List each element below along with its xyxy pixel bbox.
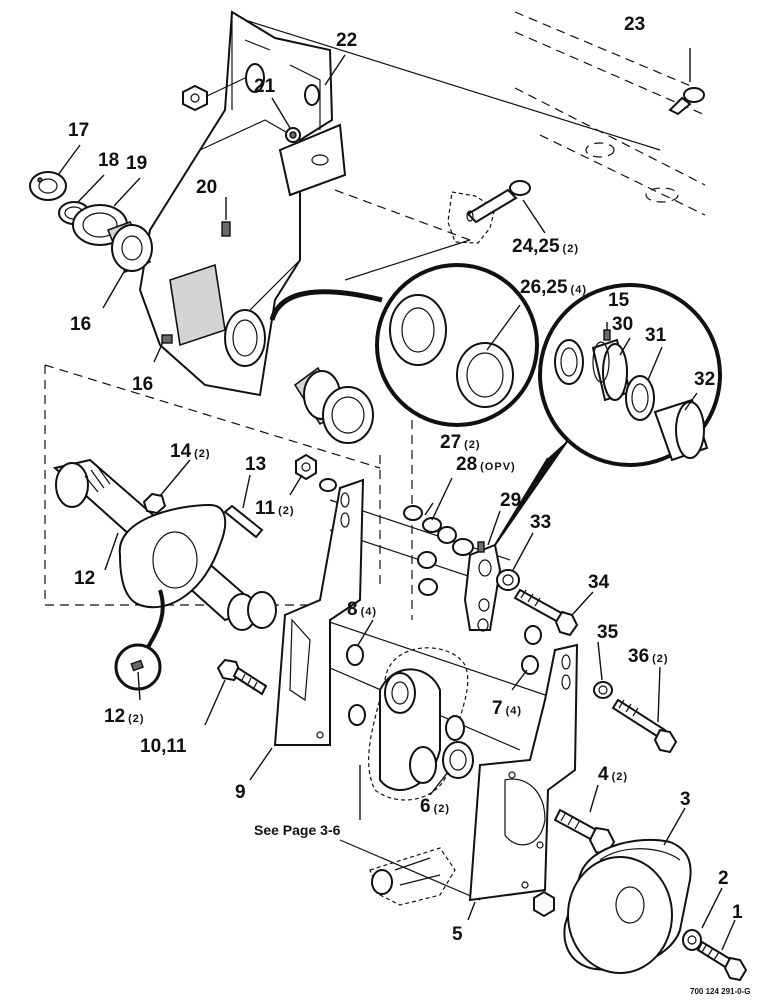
callout-31: 30 [612, 314, 633, 335]
frame-rail-outline [514, 11, 706, 216]
nut-top [182, 77, 246, 112]
callout-4: 4(2) [598, 764, 628, 785]
flange-shield [118, 503, 277, 629]
callout-5: 5 [452, 924, 463, 945]
pin-12-detail [114, 589, 165, 691]
grease-fitting-21 [221, 221, 231, 237]
spacer-34 [496, 569, 520, 591]
callout-16-detail: 15 [608, 290, 630, 311]
callout-7: 7(4) [492, 698, 522, 719]
callout-23: 22 [336, 30, 357, 51]
callout-3: 3 [680, 789, 691, 810]
callout-34: 33 [530, 512, 551, 533]
drawing-code: 700 124 291-0-G [690, 987, 751, 996]
callout-22: 21 [254, 76, 276, 97]
detail-circle-bushing [494, 283, 722, 546]
callout-36: 35 [597, 622, 619, 643]
pulley-3 [563, 838, 692, 974]
grease-fitting-16-lower [161, 334, 173, 344]
bracket-30 [463, 541, 502, 632]
bolt-24 [668, 87, 705, 116]
callout-21: 20 [196, 177, 217, 198]
callout-14: 14(2) [170, 441, 211, 462]
callout-19: 18 [98, 150, 119, 171]
bolt-10 [216, 658, 268, 696]
see-page-note: See Page 3-6 [254, 822, 341, 838]
spacers-6 [442, 715, 474, 779]
callout-6: 6(2) [420, 796, 450, 817]
callout-16-arm: 16 [132, 374, 153, 395]
callout-2: 2 [718, 868, 729, 889]
callout-9: 9 [235, 782, 246, 803]
arm-assembly [138, 10, 347, 397]
callout-20: 19 [126, 153, 147, 174]
housing-see-page [368, 647, 469, 801]
belt-section [369, 847, 456, 906]
callout-13: 12 [74, 568, 95, 589]
callout-30: 29 [500, 490, 521, 511]
callout-8: 8(4) [347, 599, 377, 620]
callout-24-25: 23 [624, 14, 645, 35]
washers-28-29 [403, 505, 474, 596]
callout-11: 11(2) [255, 498, 295, 519]
callout-10-11: 10,11 [140, 736, 187, 757]
bolt-35-upper [513, 588, 579, 637]
bolt-1 [696, 940, 748, 982]
callout-1: 1 [732, 902, 743, 923]
bolt-22 [285, 127, 301, 143]
callout-17: 16 [70, 314, 91, 335]
leader-lines [57, 48, 736, 951]
callout-15: 13 [245, 454, 266, 475]
callout-28: 27(2) [440, 432, 481, 453]
callout-35-upper: 34 [588, 572, 610, 593]
spacers-right [521, 625, 542, 675]
nut-14 [142, 492, 167, 515]
callout-29: 28(OPV) [456, 454, 516, 475]
callout-32: 31 [645, 325, 667, 346]
key-15 [223, 504, 264, 539]
plate-5 [468, 643, 579, 902]
washer-36 [593, 681, 613, 699]
nut-11 [295, 453, 337, 492]
callout-18: 17 [68, 120, 89, 141]
bolt-4 [553, 808, 616, 856]
nut-bottom [533, 890, 555, 918]
washer-2 [682, 929, 702, 951]
locking-collar-18 [29, 171, 67, 201]
callout-35-lower: 36(2) [628, 646, 669, 667]
plate-9 [273, 478, 365, 746]
detail-circle-27 [269, 263, 539, 427]
callout-27: 26,25(4) [520, 277, 587, 298]
bolt-35-lower [611, 698, 678, 754]
bolt-26 [447, 180, 531, 244]
seal-lower [322, 386, 374, 444]
spacers-8 [346, 644, 366, 726]
bearing-cone-17 [106, 221, 153, 274]
callout-33: 32 [694, 369, 715, 390]
callout-labels: 17 18 19 20 21 22 23 24,25(2) 16 16 26,2… [68, 14, 751, 996]
callout-26-25: 24,25(2) [512, 236, 579, 257]
